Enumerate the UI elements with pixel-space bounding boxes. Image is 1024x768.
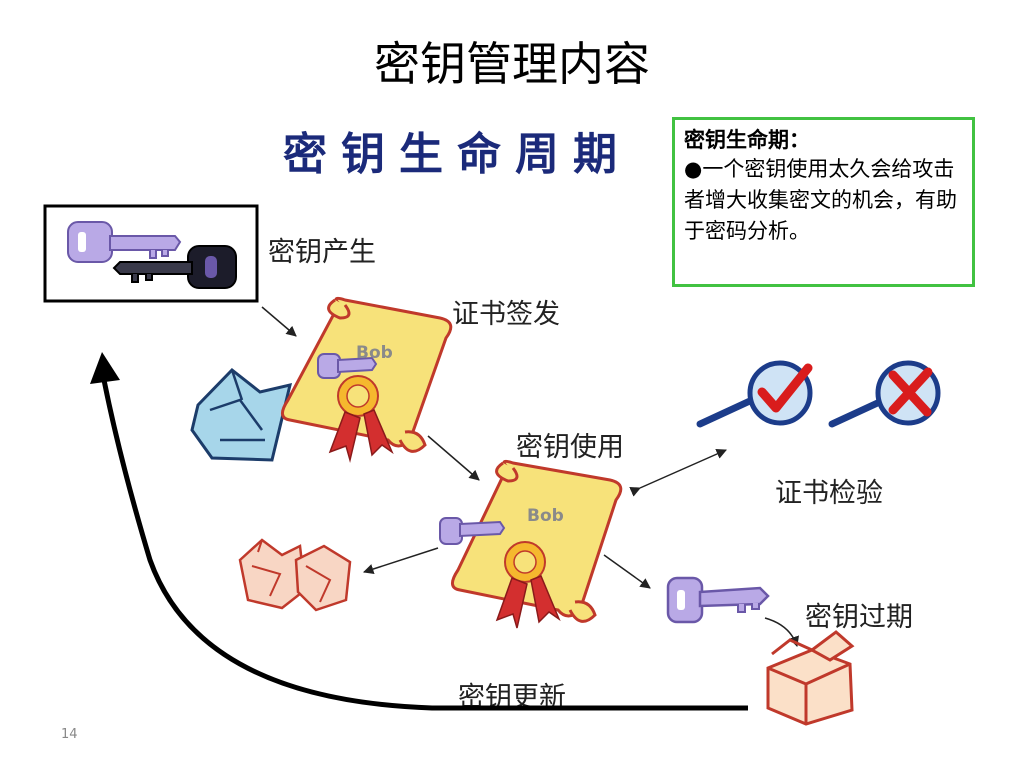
arrow-generate-to-issue (261, 306, 297, 337)
note-title: 密钥生命期： (684, 127, 810, 152)
certificate-owner-label-1: Bob (356, 343, 393, 363)
diagram-title: 密钥生命周期 (283, 129, 631, 180)
expired-key-icon (666, 576, 770, 624)
arrow-use-to-discard (363, 547, 439, 575)
folded-cloth-icon (190, 367, 293, 462)
page-number: 14 (61, 727, 78, 742)
stage-label-issue: 证书签发 (452, 299, 560, 330)
arrow-use-to-expire (603, 554, 651, 589)
magnifier-check-icon (696, 360, 813, 428)
slide-title: 密钥管理内容 (374, 37, 650, 91)
magnifier-cross-icon (828, 360, 941, 428)
stage-label-generate: 密钥产生 (268, 237, 376, 268)
arrow-use-verify (629, 449, 727, 497)
stage-label-expire: 密钥过期 (805, 602, 913, 633)
certificate-scroll-icon (439, 459, 623, 629)
arrow-issue-to-use (427, 435, 480, 481)
note-box: 密钥生命期： ●一个密钥使用太久会给攻击者增大收集密文的机会，有助于密码分析。 (672, 117, 975, 287)
stage-label-use: 密钥使用 (516, 432, 624, 463)
key-pair-icon (43, 204, 259, 303)
renew-arrow (90, 352, 748, 711)
open-box-icon (766, 630, 855, 726)
stage-label-verify: 证书检验 (775, 478, 883, 509)
certificate-owner-label-2: Bob (527, 506, 564, 526)
crumpled-paper-icon (238, 538, 352, 612)
note-text: ●一个密钥使用太久会给攻击者增大收集密文的机会，有助于密码分析。 (684, 157, 957, 243)
certificate-scroll-icon (281, 296, 453, 463)
